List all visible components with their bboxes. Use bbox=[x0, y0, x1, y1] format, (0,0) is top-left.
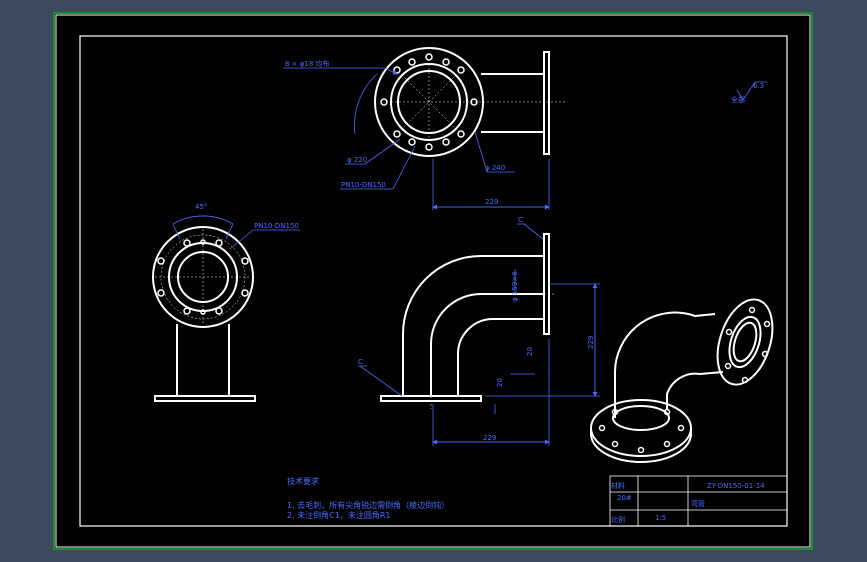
tb-part-name: 弯管 bbox=[691, 499, 705, 508]
top-view bbox=[374, 47, 565, 157]
side-standard: PN10-DN150 bbox=[254, 222, 299, 230]
isometric-view bbox=[590, 298, 774, 463]
tb-material-value: 20# bbox=[617, 494, 632, 502]
front-chamfer-top: C bbox=[518, 216, 523, 224]
outer-frame bbox=[55, 14, 811, 548]
notes-line1: 1. 去毛刺，所有尖角锐边需倒角（棱边倒钝） bbox=[287, 500, 449, 510]
inner-frame bbox=[79, 35, 788, 527]
tb-scale-value: 1:5 bbox=[655, 514, 666, 522]
roughness-value: 6.3 bbox=[753, 82, 764, 90]
notes-line2: 2. 未注倒角C1，未注圆角R1 bbox=[287, 510, 391, 520]
top-view-dims bbox=[283, 67, 550, 210]
top-dia-left: φ 220 bbox=[347, 156, 367, 164]
top-standard: PN10-DN150 bbox=[341, 181, 386, 189]
top-bolts-label: 8 × φ18 均布 bbox=[285, 59, 330, 68]
side-angle: 45° bbox=[195, 203, 207, 211]
front-dim-small-2: 20 bbox=[496, 378, 504, 387]
top-dia-right: φ 240 bbox=[485, 164, 505, 172]
front-view-dims bbox=[358, 223, 600, 446]
front-dim-horizontal: 229 bbox=[483, 434, 496, 442]
front-dim-vertical: 229 bbox=[587, 336, 595, 349]
cad-drawing: 8 × φ18 均布 φ 220 φ 240 PN10-DN150 229 45… bbox=[55, 14, 811, 548]
tb-drawing-no: ZY-DN150-01-14 bbox=[707, 482, 765, 490]
roughness-prefix: 全部 bbox=[731, 95, 745, 104]
front-dim-small-1: 20 bbox=[526, 347, 534, 356]
side-view bbox=[152, 226, 256, 402]
tb-scale-label: 比例 bbox=[611, 515, 625, 524]
front-dia: φ 159×6 bbox=[511, 271, 519, 302]
roughness-symbol bbox=[736, 81, 767, 101]
side-view-dims bbox=[172, 215, 300, 250]
drawing-sheet: 8 × φ18 均布 φ 220 φ 240 PN10-DN150 229 45… bbox=[53, 12, 813, 550]
notes-title: 技术要求 bbox=[287, 476, 319, 486]
top-dim: 229 bbox=[485, 198, 498, 206]
tb-material-label: 材料 bbox=[611, 481, 625, 490]
front-chamfer-left: C bbox=[358, 358, 363, 366]
title-block bbox=[609, 475, 788, 527]
front-view bbox=[380, 233, 555, 409]
